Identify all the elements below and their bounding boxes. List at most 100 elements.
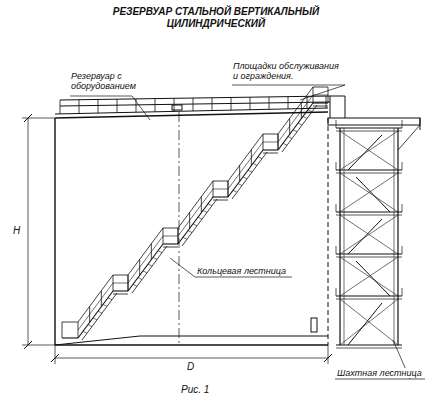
tank-wall [54,118,55,345]
stroke [336,169,402,170]
stroke [336,162,337,170]
stroke [155,99,156,112]
tank-roof-edge [55,108,328,114]
stroke [336,253,402,254]
stroke [336,215,402,216]
stroke [250,97,251,110]
stroke [182,199,217,246]
platform-post [345,96,346,118]
stroke [258,157,262,159]
stroke [62,322,63,338]
stroke [348,303,382,345]
stroke [178,189,213,236]
stroke [339,128,340,345]
stroke [313,87,314,103]
stroke [178,181,213,228]
stroke [228,181,229,197]
stroke [340,257,398,296]
stroke [402,288,403,296]
stroke [340,215,398,254]
stroke [243,177,247,179]
stroke [203,210,207,212]
stroke [128,228,163,275]
center-line [179,112,180,345]
stroke [113,275,128,276]
dimension-tick [24,114,32,122]
stroke [113,283,128,284]
stroke [163,247,178,248]
extension-line [328,345,329,364]
stroke [278,134,279,150]
stroke [336,204,337,212]
part-label: Резервуар с оборудованием [70,71,144,92]
stroke [263,134,264,150]
stroke [402,162,403,170]
stroke [78,283,113,330]
stroke [83,331,87,333]
stroke [239,165,240,181]
stroke [348,135,382,170]
stroke [340,131,398,170]
stroke [158,251,162,253]
stroke [132,246,167,293]
stroke [336,127,402,128]
platform-rail [330,96,345,97]
figure-caption: Рис. 1 [180,384,210,396]
stroke [336,131,402,132]
drawing-title: РЕЗЕРВУАР СТАЛЬНОЙ ВЕРТИКАЛЬНЫЙ ЦИЛИНДРИ… [110,6,322,29]
stroke [269,97,270,110]
roof-hatch [172,105,182,110]
stroke [103,304,107,306]
extension-line [55,345,56,364]
stroke [113,275,114,291]
stroke [278,134,279,150]
stroke [340,173,398,212]
platform-post [330,96,331,118]
stroke [62,337,78,338]
nozzle [311,318,317,332]
stroke [263,142,278,143]
stroke [62,322,78,323]
stroke [98,311,102,313]
stroke [232,152,267,199]
dimension-tick [51,354,59,362]
stroke [283,143,287,145]
stroke [88,325,92,327]
stroke [128,275,129,291]
stroke [394,128,395,345]
stroke [151,244,152,260]
stroke [402,246,403,254]
stroke [402,120,403,128]
stroke [336,246,337,254]
dimension-line [55,358,328,359]
stroke [128,275,129,291]
stroke [60,100,61,114]
stroke [228,181,229,197]
stroke [298,123,302,125]
stroke [278,87,313,134]
dimension-tick [24,341,32,349]
stroke [174,98,175,111]
stroke [282,105,317,152]
roof-rail-mid [60,102,330,106]
stroke [163,243,178,244]
dimension-label: D [186,361,195,373]
stroke [213,200,228,201]
stroke [340,299,398,345]
stroke [98,99,99,113]
stroke [228,142,263,189]
leader-underline [195,277,292,278]
stroke [289,118,290,134]
stroke [340,215,398,254]
stroke [188,231,192,233]
stroke [228,134,263,181]
stroke [336,173,402,174]
stroke [313,102,328,103]
stroke [308,110,312,112]
tank-bottom-line [140,336,328,337]
stroke [231,97,232,110]
stroke [397,128,398,345]
stroke [336,120,337,128]
shaft-tower [336,120,420,348]
leader-line [70,96,150,120]
